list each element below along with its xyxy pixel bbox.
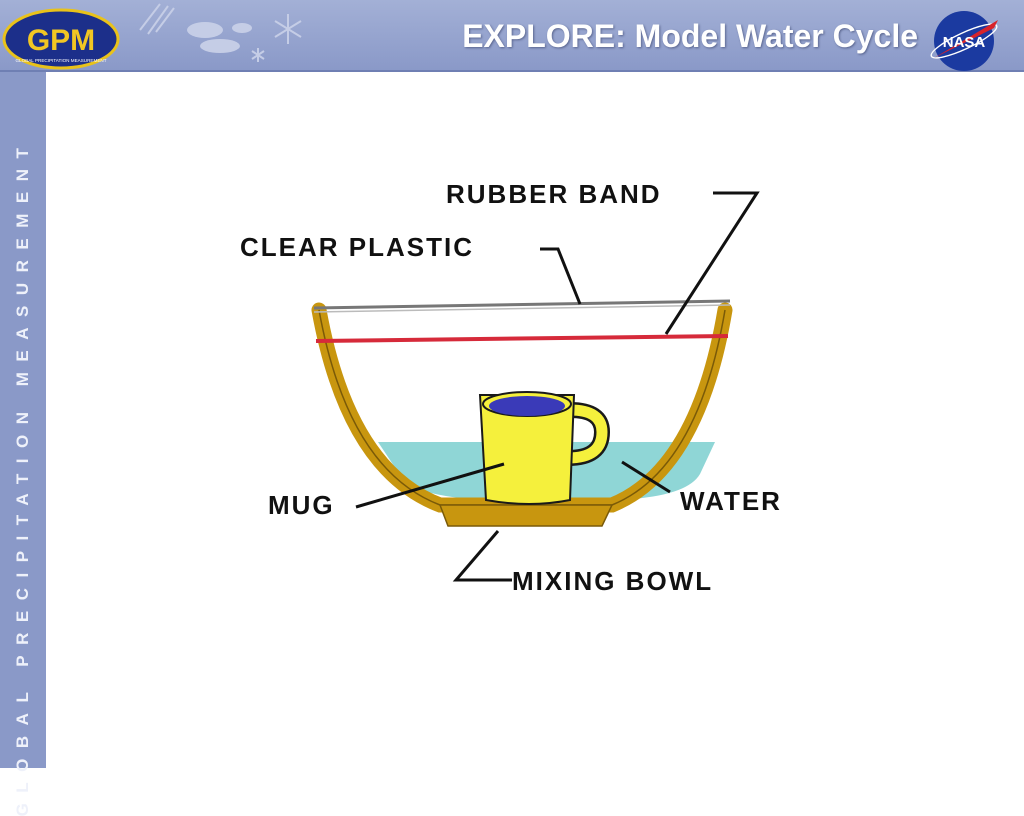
leader-water: [621, 460, 671, 494]
sidebar-label: GLOBAL PRECIPITATION MEASUREMENT: [13, 137, 32, 816]
mixing-bowl: [311, 302, 733, 527]
snowflake-icon: [251, 14, 302, 62]
leader-rubber-band: [664, 191, 760, 335]
label-water: WATER: [680, 486, 782, 516]
gpm-logo: GPM GLOBAL PRECIPITATION MEASUREMENT: [2, 8, 120, 70]
nasa-logo: NASA: [930, 11, 998, 71]
water-cycle-diagram: RUBBER BAND CLEAR PLASTIC MUG WATER MIXI…: [240, 179, 782, 596]
label-rubber-band: RUBBER BAND: [446, 179, 662, 209]
leader-mug: [355, 462, 505, 509]
header-bar: GPM GLOBAL PRECIPITATION MEASUREMENT EXP…: [0, 0, 1024, 72]
weather-decoration: [139, 3, 302, 62]
rain-streaks-icon: [139, 3, 175, 35]
label-mixing-bowl: MIXING BOWL: [512, 566, 713, 596]
nasa-text: NASA: [943, 34, 986, 51]
page-title: EXPLORE: Model Water Cycle: [462, 18, 918, 54]
logo-text: GPM: [27, 24, 95, 57]
cloud-icon: [187, 22, 252, 53]
clear-plastic: [313, 299, 731, 310]
leader-mixing-bowl: [452, 530, 512, 582]
label-clear-plastic: CLEAR PLASTIC: [240, 232, 474, 262]
leader-clear-plastic: [540, 247, 582, 305]
sidebar: GLOBAL PRECIPITATION MEASUREMENT: [0, 72, 46, 816]
mug: [478, 391, 611, 505]
rubber-band: [315, 334, 729, 343]
logo-subtext: GLOBAL PRECIPITATION MEASUREMENT: [15, 58, 106, 63]
label-mug: MUG: [268, 490, 335, 520]
